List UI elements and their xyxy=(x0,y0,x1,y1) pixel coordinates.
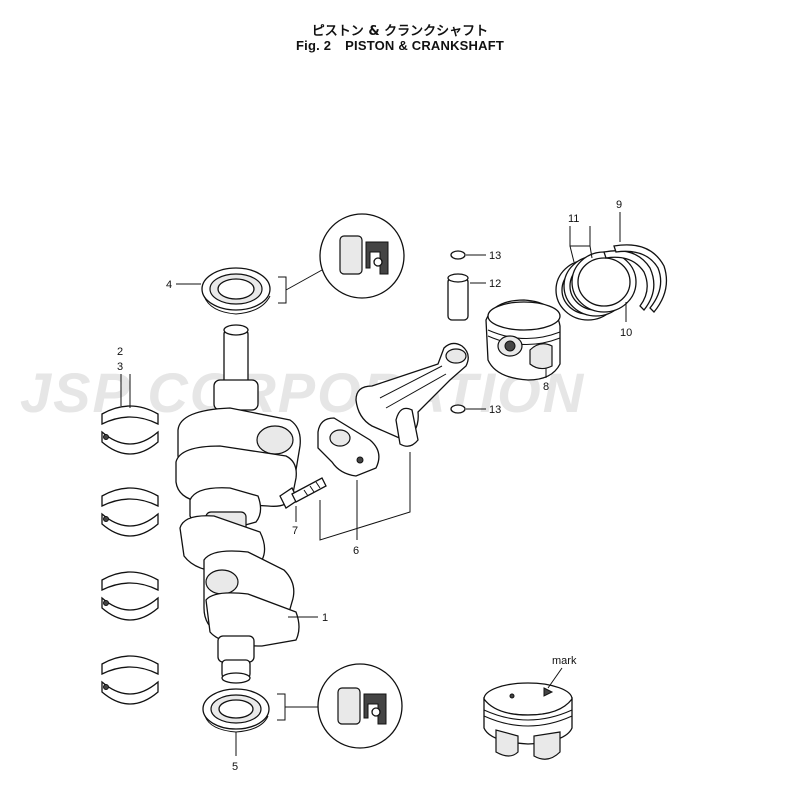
circlip-lower xyxy=(450,404,466,414)
callout-10: 10 xyxy=(620,327,632,339)
piston-pin xyxy=(447,273,469,321)
piston xyxy=(485,299,561,381)
connecting-rod-cap xyxy=(317,417,380,477)
leader-11-b xyxy=(589,245,593,259)
callout-7: 7 xyxy=(292,525,298,537)
lower-oil-seal xyxy=(202,688,270,733)
callout-4: 4 xyxy=(166,279,172,291)
oil-ring xyxy=(603,244,668,313)
main-bearing-set-3 xyxy=(101,571,159,621)
figure-title: PISTON & CRANKSHAFT xyxy=(345,38,504,53)
callout-9: 9 xyxy=(616,199,622,211)
figure-title-jp: ピストン & クランクシャフト xyxy=(311,24,489,39)
connecting-rod-bolt xyxy=(279,477,327,509)
callout-3: 3 xyxy=(117,361,123,373)
crankshaft xyxy=(175,324,301,684)
circlip-upper xyxy=(450,250,466,260)
main-bearing-set-1 xyxy=(101,405,159,455)
leader-mark xyxy=(547,667,563,689)
zoom-leader-upper xyxy=(285,269,323,291)
seal-detail-lower xyxy=(317,663,403,749)
bracket-upper-seal xyxy=(278,276,287,304)
bracket-11 xyxy=(569,226,591,247)
callout-12: 12 xyxy=(489,278,501,290)
callout-5: 5 xyxy=(232,761,238,773)
callout-8: 8 xyxy=(543,381,549,393)
main-bearing-set-2 xyxy=(101,487,159,537)
upper-oil-seal xyxy=(201,267,271,315)
callout-1: 1 xyxy=(322,612,328,624)
piston-mark-detail xyxy=(483,682,573,760)
bracket-6 xyxy=(319,452,411,541)
figure-number: Fig. 2 xyxy=(296,38,332,53)
main-bearings xyxy=(101,405,159,705)
connecting-rod xyxy=(355,342,469,447)
callout-mark: mark xyxy=(552,655,577,667)
figure-title-en: Fig. 2 PISTON & CRANKSHAFT xyxy=(0,38,800,53)
callout-2: 2 xyxy=(117,346,123,358)
main-bearing-set-4 xyxy=(101,655,159,705)
callout-13-upper: 13 xyxy=(489,250,501,262)
callout-6: 6 xyxy=(353,545,359,557)
callout-11: 11 xyxy=(568,213,579,225)
bracket-lower-seal xyxy=(277,693,286,721)
callout-13-lower: 13 xyxy=(489,404,501,416)
piston-ring-set xyxy=(555,251,637,321)
leader-11-a xyxy=(569,245,575,263)
seal-detail-upper xyxy=(319,213,405,299)
